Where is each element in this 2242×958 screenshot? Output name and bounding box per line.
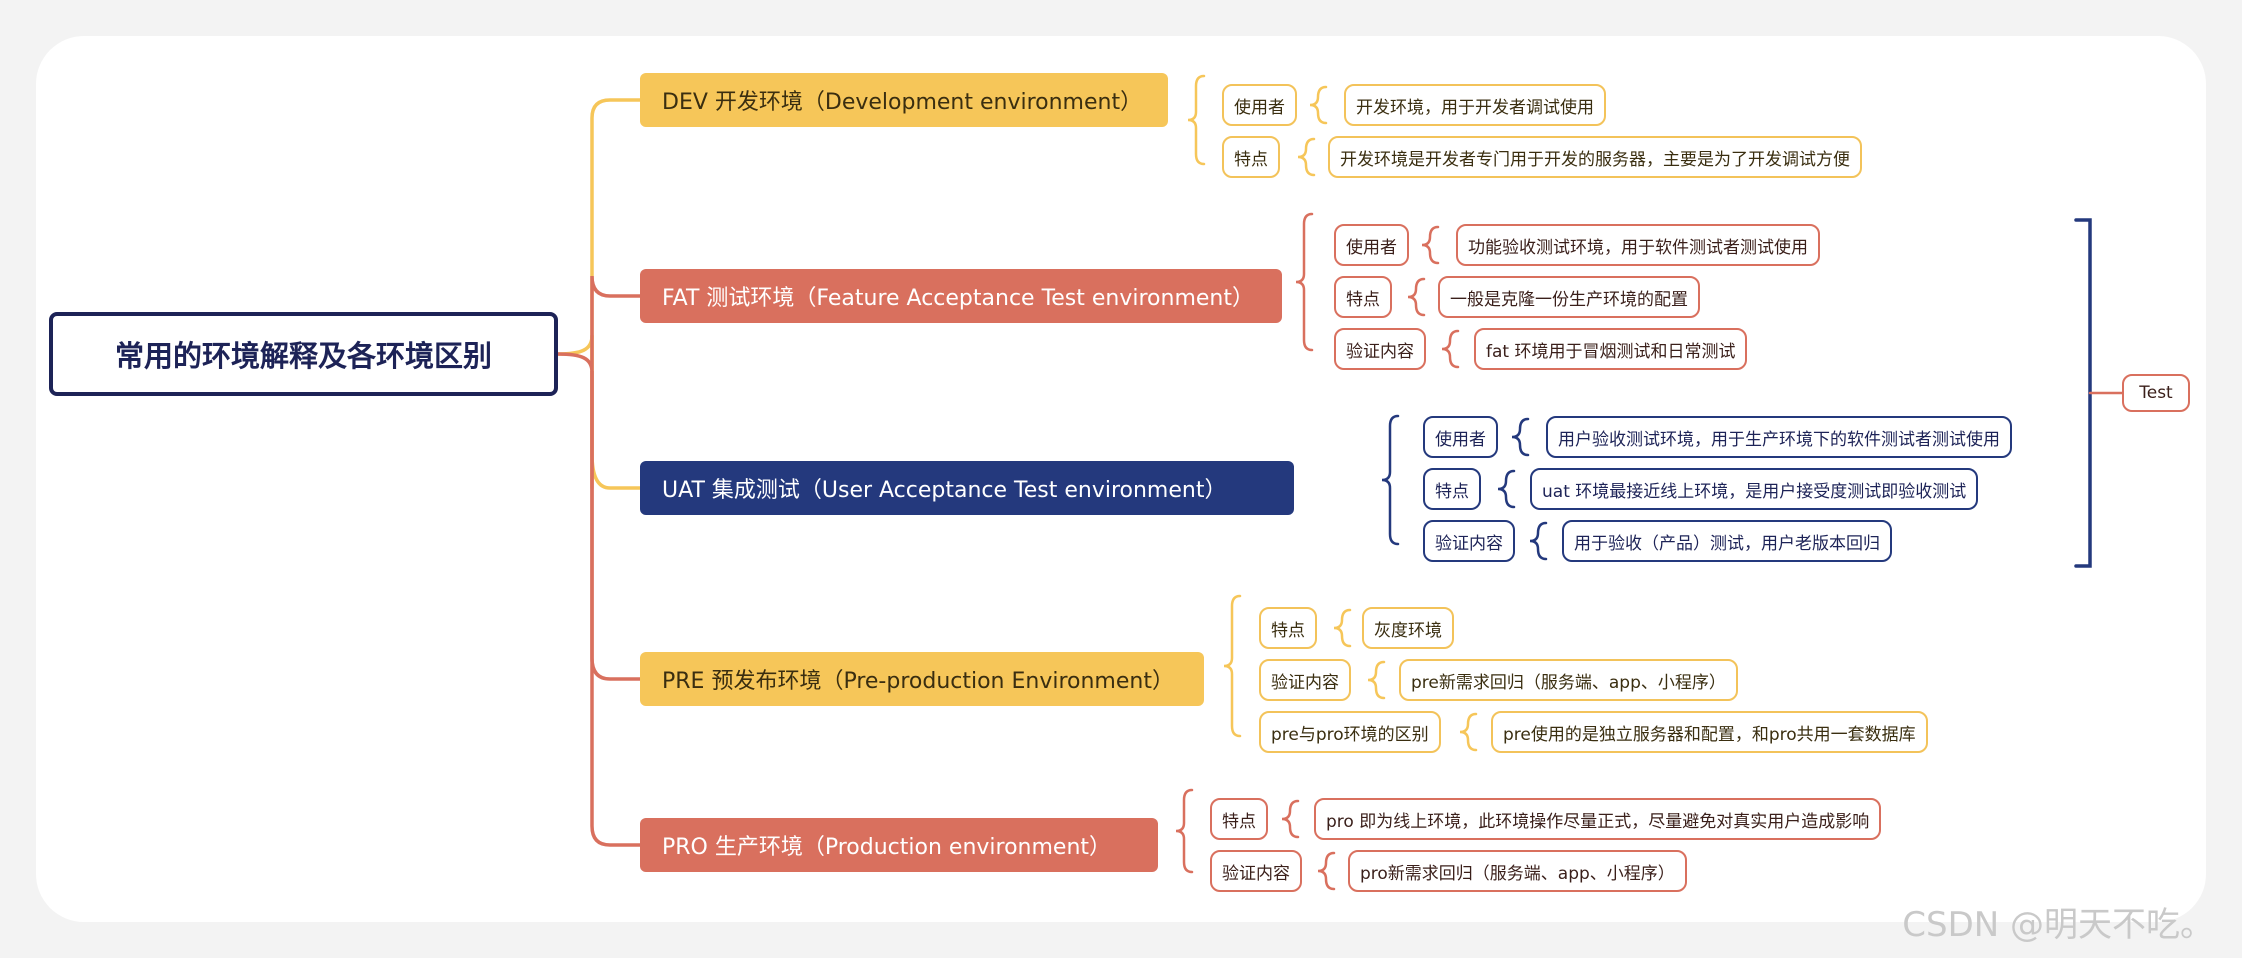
- uat-tag-feature[interactable]: 特点: [1423, 468, 1481, 510]
- brace-small-11: [1281, 799, 1300, 839]
- root-node[interactable]: 常用的环境解释及各环境区别: [49, 312, 558, 396]
- brace-uat: [1381, 414, 1400, 546]
- uat-leaf-verify[interactable]: 用于验收（产品）测试，用户老版本回归: [1562, 520, 1892, 562]
- brace-pro: [1175, 788, 1194, 874]
- connector-root-pro: [590, 370, 642, 847]
- fat-tag-verify[interactable]: 验证内容: [1334, 328, 1426, 370]
- fat-leaf-feature[interactable]: 一般是克隆一份生产环境的配置: [1438, 276, 1700, 318]
- brace-small-8: [1333, 608, 1352, 648]
- brace-small-4: [1441, 329, 1460, 369]
- dev-tag-feature[interactable]: 特点: [1222, 136, 1280, 178]
- branch-uat[interactable]: UAT 集成测试（User Acceptance Test environmen…: [640, 461, 1294, 515]
- fat-leaf-verify[interactable]: fat 环境用于冒烟测试和日常测试: [1474, 328, 1748, 370]
- brace-small-1: [1297, 137, 1316, 177]
- brace-small-5: [1511, 417, 1530, 457]
- uat-tag-user[interactable]: 使用者: [1423, 416, 1498, 458]
- pro-tag-feature[interactable]: 特点: [1210, 798, 1268, 840]
- summary-test-node[interactable]: Test: [2122, 374, 2190, 412]
- pro-leaf-verify[interactable]: pro新需求回归（服务端、app、小程序）: [1348, 850, 1687, 892]
- dev-leaf-user[interactable]: 开发环境，用于开发者调试使用: [1344, 84, 1606, 126]
- connector-lines: [556, 74, 2124, 891]
- connector-root-fat: [556, 275, 642, 373]
- pre-leaf-diff[interactable]: pre使用的是独立服务器和配置，和pro共用一套数据库: [1491, 711, 1928, 753]
- pre-tag-feature[interactable]: 特点: [1259, 607, 1317, 649]
- brace-small-6: [1497, 469, 1516, 509]
- pro-tag-verify[interactable]: 验证内容: [1210, 850, 1302, 892]
- pre-leaf-feature[interactable]: 灰度环境: [1362, 607, 1454, 649]
- uat-leaf-feature[interactable]: uat 环境最接近线上环境，是用户接受度测试即验收测试: [1530, 468, 1979, 510]
- connector-root-pre: [590, 370, 642, 681]
- dev-tag-user[interactable]: 使用者: [1222, 84, 1297, 126]
- connector-root-uat: [590, 334, 642, 490]
- brace-small-7: [1529, 521, 1548, 561]
- brace-dev: [1187, 74, 1206, 166]
- fat-tag-user[interactable]: 使用者: [1334, 224, 1409, 266]
- connector-root-dev: [556, 98, 642, 356]
- brace-pre: [1223, 594, 1242, 738]
- brace-small-3: [1407, 277, 1426, 317]
- fat-leaf-user[interactable]: 功能验收测试环境，用于软件测试者测试使用: [1456, 224, 1820, 266]
- brace-small-12: [1317, 851, 1336, 891]
- brace-small-10: [1459, 712, 1478, 752]
- pre-leaf-verify[interactable]: pre新需求回归（服务端、app、小程序）: [1399, 659, 1738, 701]
- brace-small-0: [1309, 85, 1328, 125]
- branch-fat[interactable]: FAT 测试环境（Feature Acceptance Test environ…: [640, 269, 1282, 323]
- branch-pro[interactable]: PRO 生产环境（Production environment）: [640, 818, 1158, 872]
- branch-dev[interactable]: DEV 开发环境（Development environment）: [640, 73, 1168, 127]
- fat-tag-feature[interactable]: 特点: [1334, 276, 1392, 318]
- dev-leaf-feature[interactable]: 开发环境是开发者专门用于开发的服务器，主要是为了开发调试方便: [1328, 136, 1862, 178]
- pro-leaf-feature[interactable]: pro 即为线上环境，此环境操作尽量正式，尽量避免对真实用户造成影响: [1314, 798, 1882, 840]
- uat-tag-verify[interactable]: 验证内容: [1423, 520, 1515, 562]
- brace-small-2: [1421, 225, 1440, 265]
- pre-tag-verify[interactable]: 验证内容: [1259, 659, 1351, 701]
- branch-pre[interactable]: PRE 预发布环境（Pre-production Environment）: [640, 652, 1204, 706]
- pre-tag-diff[interactable]: pre与pro环境的区别: [1259, 711, 1441, 753]
- brace-small-9: [1367, 660, 1386, 700]
- uat-leaf-user[interactable]: 用户验收测试环境，用于生产环境下的软件测试者测试使用: [1546, 416, 2012, 458]
- brace-fat: [1295, 212, 1314, 352]
- watermark: CSDN @明天不吃。: [1902, 905, 2214, 945]
- mindmap-canvas: 常用的环境解释及各环境区别 DEV 开发环境（Development envir…: [36, 36, 2206, 922]
- bracket-summary: [2074, 218, 2092, 568]
